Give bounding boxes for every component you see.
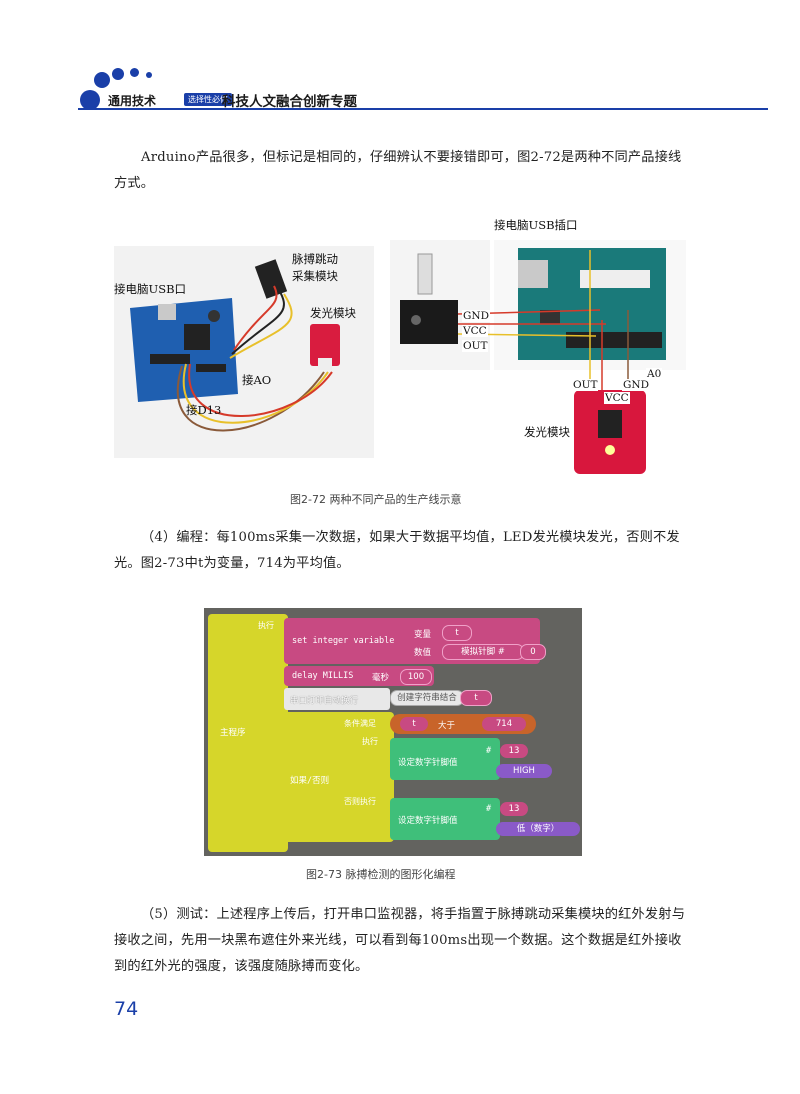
serial-print-block bbox=[284, 688, 390, 710]
value-label: 数值 bbox=[414, 648, 432, 658]
label-usb-left: 接电脑USB口 bbox=[114, 282, 187, 296]
label-gnd: GND bbox=[462, 310, 490, 322]
label-pulse-line2: 采集模块 bbox=[292, 269, 338, 283]
figure72-caption: 图2-72 两种不同产品的生产线示意 bbox=[290, 493, 462, 506]
serial-print-label: 串口打印自动换行 bbox=[290, 696, 359, 706]
header-rule bbox=[78, 108, 768, 110]
pin13b-pill: 13 bbox=[500, 802, 528, 816]
label-out2: OUT bbox=[572, 379, 599, 391]
figure73-caption: 图2-73 脉搏检测的图形化编程 bbox=[306, 868, 456, 881]
if-else-block bbox=[284, 712, 394, 842]
label-gnd2: GND bbox=[622, 379, 650, 391]
label-vcc: VCC bbox=[462, 325, 488, 337]
var-t-pill: t bbox=[460, 690, 492, 706]
hash1-label: # bbox=[486, 746, 492, 756]
analog-read-pill: 模拟针脚 # bbox=[442, 644, 524, 660]
hash2-label: # bbox=[486, 804, 492, 814]
page-number: 74 bbox=[114, 998, 139, 1020]
main-block bbox=[208, 614, 288, 852]
figure72-right-photo bbox=[390, 240, 686, 476]
label-a0-left: 接AO bbox=[242, 373, 272, 387]
label-a0-right: A0 bbox=[646, 368, 663, 380]
main-label: 主程序 bbox=[220, 728, 246, 738]
gt-label: 大于 bbox=[438, 721, 456, 731]
set-pin-high-block bbox=[390, 738, 500, 780]
exec-label: 执行 bbox=[258, 621, 274, 630]
var-label: 变量 bbox=[414, 630, 432, 640]
header-topic: 科技人文融合创新专题 bbox=[222, 94, 357, 110]
paragraph-1: Arduino产品很多，但标记是相同的，仔细辨认不要接错即可，图2-72是两种不… bbox=[114, 150, 682, 191]
avg-pill: 714 bbox=[482, 717, 526, 731]
else-label: 否则执行 bbox=[344, 797, 376, 806]
label-out: OUT bbox=[462, 340, 489, 352]
cond-var-pill: t bbox=[400, 717, 428, 731]
var-name-pill: t bbox=[442, 625, 472, 641]
pin13a-pill: 13 bbox=[500, 744, 528, 758]
set-pin2-label: 设定数字针脚值 bbox=[398, 816, 458, 826]
figure72-left-photo bbox=[114, 246, 374, 458]
set-pin1-label: 设定数字针脚值 bbox=[398, 758, 458, 768]
low-pill: 低（数字） bbox=[496, 822, 580, 836]
label-led-left: 发光模块 bbox=[310, 306, 356, 320]
if-else-label: 如果/否则 bbox=[290, 776, 330, 786]
wiring-photo-left bbox=[114, 246, 374, 458]
paragraph-2: （4）编程：每100ms采集一次数据，如果大于数据平均值，LED发光模块发光，否… bbox=[114, 530, 680, 571]
paragraph-3: （5）测试：上述程序上传后，打开串口监视器，将手指置于脉搏跳动采集模块的红外发射… bbox=[114, 907, 686, 974]
set-variable-label: set integer variable bbox=[292, 636, 395, 646]
high-pill: HIGH bbox=[496, 764, 552, 778]
set-pin-low-block bbox=[390, 798, 500, 840]
header-series-tag: 选择性必修 bbox=[184, 93, 232, 106]
ms-value-pill: 100 bbox=[400, 669, 432, 685]
then-label: 执行 bbox=[362, 737, 378, 746]
cond-label: 条件满足 bbox=[344, 719, 376, 728]
delay-block bbox=[284, 666, 434, 686]
label-pulse-line1: 脉搏跳动 bbox=[292, 252, 338, 266]
pin0-pill: 0 bbox=[520, 644, 546, 660]
label-usb-right: 接电脑USB插口 bbox=[494, 218, 578, 232]
label-led-right: 发光模块 bbox=[524, 425, 570, 439]
header-series: 通用技术 bbox=[108, 94, 157, 108]
label-d13-left: 接D13 bbox=[186, 403, 222, 417]
figure73-program: 主程序 执行 set integer variable 变量 t 数值 模拟针脚… bbox=[204, 608, 582, 856]
wiring-photo-right bbox=[390, 240, 686, 474]
ms-label: 毫秒 bbox=[372, 673, 390, 683]
text-join-pill: 创建字符串结合 bbox=[390, 690, 464, 706]
delay-label: delay MILLIS bbox=[292, 671, 354, 681]
label-vcc2: VCC bbox=[604, 392, 630, 404]
